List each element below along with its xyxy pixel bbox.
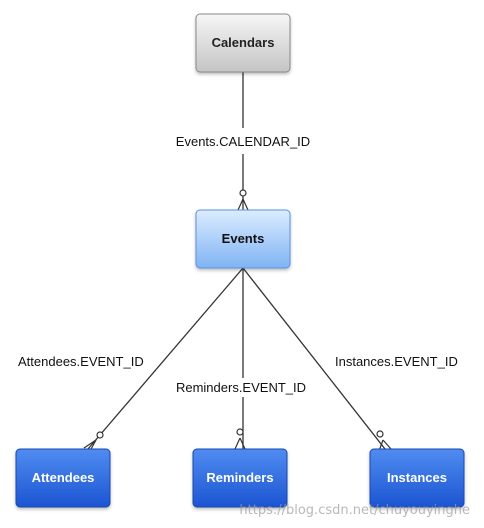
node-instances-label: Instances [387,470,447,485]
node-calendars[interactable]: Calendars [195,13,291,73]
node-events-label: Events [222,231,265,246]
node-calendars-label: Calendars [212,35,275,50]
edge-label-attendees-event-id: Attendees.EVENT_ID [18,354,144,369]
edge-events-attendees: Attendees.EVENT_ID [18,267,244,452]
watermark-text: https://blog.csdn.net/chuyouyinghe [239,503,470,518]
edge-label-reminders-event-id: Reminders.EVENT_ID [176,380,306,395]
node-instances[interactable]: Instances [369,448,465,508]
node-attendees-label: Attendees [32,470,95,485]
crowfoot-marker-attendees [83,431,104,452]
edge-events-instances: Instances.EVENT_ID [242,267,458,452]
crowfoot-marker-events [237,189,249,211]
edge-label-instances-event-id: Instances.EVENT_ID [335,354,458,369]
crowfoot-marker-reminders [234,428,246,450]
edge-label-events-calendar-id: Events.CALENDAR_ID [176,134,310,149]
node-events[interactable]: Events [195,209,291,269]
node-attendees[interactable]: Attendees [15,448,111,508]
node-reminders[interactable]: Reminders [192,448,288,508]
node-reminders-label: Reminders [206,470,273,485]
edge-calendars-events: Events.CALENDAR_ID [176,72,310,211]
edge-events-reminders: Reminders.EVENT_ID [176,268,306,450]
